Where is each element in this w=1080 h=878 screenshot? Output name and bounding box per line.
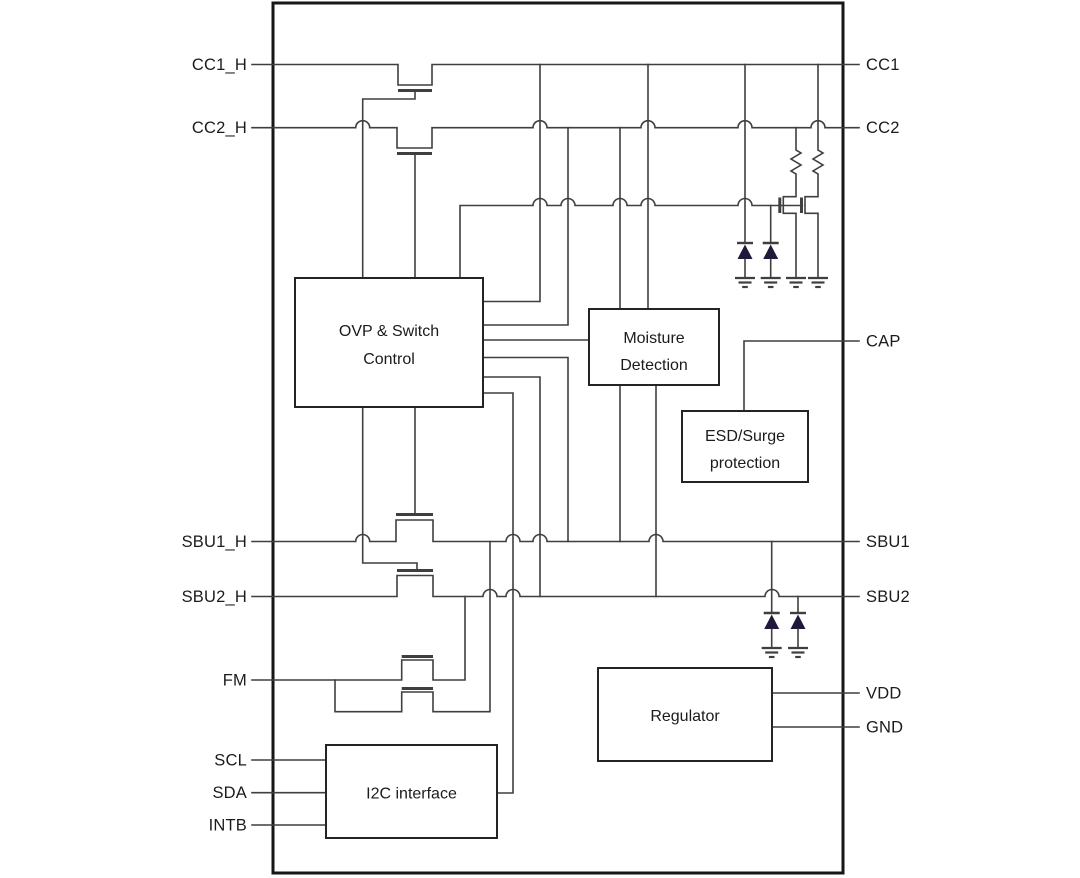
pin-label-sbu1: SBU1 — [866, 533, 910, 551]
wire-fet-cc1-gate — [361, 91, 416, 279]
wire-clamp-gate-signal — [459, 197, 782, 279]
block-ovp-switch-control: OVP & Switch Control — [294, 277, 484, 408]
pin-label-cc1-h: CC1_H — [192, 56, 247, 74]
wire-ovp-to-cc1-node — [482, 63, 541, 303]
block-moisture-label-line1: Moisture — [623, 330, 684, 347]
wire-ovp-to-sbu1-node — [482, 356, 569, 543]
pin-label-cc1: CC1 — [866, 56, 900, 74]
pin-label-sbu2: SBU2 — [866, 588, 910, 606]
wire-ovp-to-i2c — [482, 392, 514, 794]
wire-cap — [743, 340, 860, 412]
ground-icon — [784, 276, 808, 289]
ground-icon — [733, 276, 757, 289]
pin-label-cap: CAP — [866, 333, 901, 351]
right-pin-labels: CC1 CC2 CAP SBU1 SBU2 VDD GND — [866, 56, 910, 737]
ground-icon — [760, 646, 783, 659]
block-i2c-label: I2C interface — [366, 786, 457, 803]
wire-fm-branch — [334, 540, 491, 713]
block-esd-label-line2: protection — [710, 455, 780, 472]
pin-label-gnd: GND — [866, 719, 903, 737]
wire-cc1 — [251, 63, 860, 86]
esd-diode-sbu2-icon — [788, 611, 808, 631]
wire-ovp-to-cc2-node — [482, 126, 569, 326]
wire-sbu2 — [251, 574, 860, 598]
esd-diode-gate-icon — [761, 241, 780, 261]
wire-cc2-resistor-branch — [782, 126, 803, 278]
block-regulator-label: Regulator — [650, 708, 720, 725]
pin-label-cc2-h: CC2_H — [192, 119, 247, 137]
esd-diode-sbu1-icon — [762, 611, 781, 631]
pin-label-vdd: VDD — [866, 685, 901, 703]
wire-sbu1 — [251, 519, 860, 543]
pin-label-sda: SDA — [212, 784, 247, 802]
block-ovp-label-line2: Control — [363, 351, 415, 368]
block-moisture-detection: Moisture Detection — [588, 308, 720, 386]
pin-label-cc2: CC2 — [866, 119, 900, 137]
wire-cc2 — [251, 119, 860, 149]
chip-outline — [271, 1, 845, 875]
block-moisture-label-line2: Detection — [620, 357, 688, 374]
esd-diode-cc1-icon — [735, 241, 755, 261]
pin-label-scl: SCL — [214, 752, 247, 770]
wire-cc1-resistor-branch — [804, 63, 825, 278]
block-i2c-interface: I2C interface — [325, 744, 498, 839]
ground-icon — [759, 276, 782, 289]
block-ovp-label-line1: OVP & Switch — [339, 323, 439, 340]
pin-label-intb: INTB — [209, 817, 247, 835]
wire-fet-sbu2-gate — [361, 406, 418, 570]
block-esd-label-line1: ESD/Surge — [705, 428, 785, 445]
ground-icon — [806, 276, 830, 289]
pin-label-sbu1-h: SBU1_H — [182, 533, 247, 551]
pin-label-sbu2-h: SBU2_H — [182, 588, 247, 606]
ground-icon — [786, 646, 810, 659]
wire-ovp-to-sbu2-node — [482, 376, 541, 598]
block-regulator: Regulator — [597, 667, 773, 762]
wire-fm — [251, 595, 466, 681]
pin-label-fm: FM — [223, 672, 247, 690]
left-pin-labels: CC1_H CC2_H SBU1_H SBU2_H FM SCL SDA INT… — [182, 56, 247, 835]
block-esd-surge-protection: ESD/Surge protection — [681, 410, 809, 483]
